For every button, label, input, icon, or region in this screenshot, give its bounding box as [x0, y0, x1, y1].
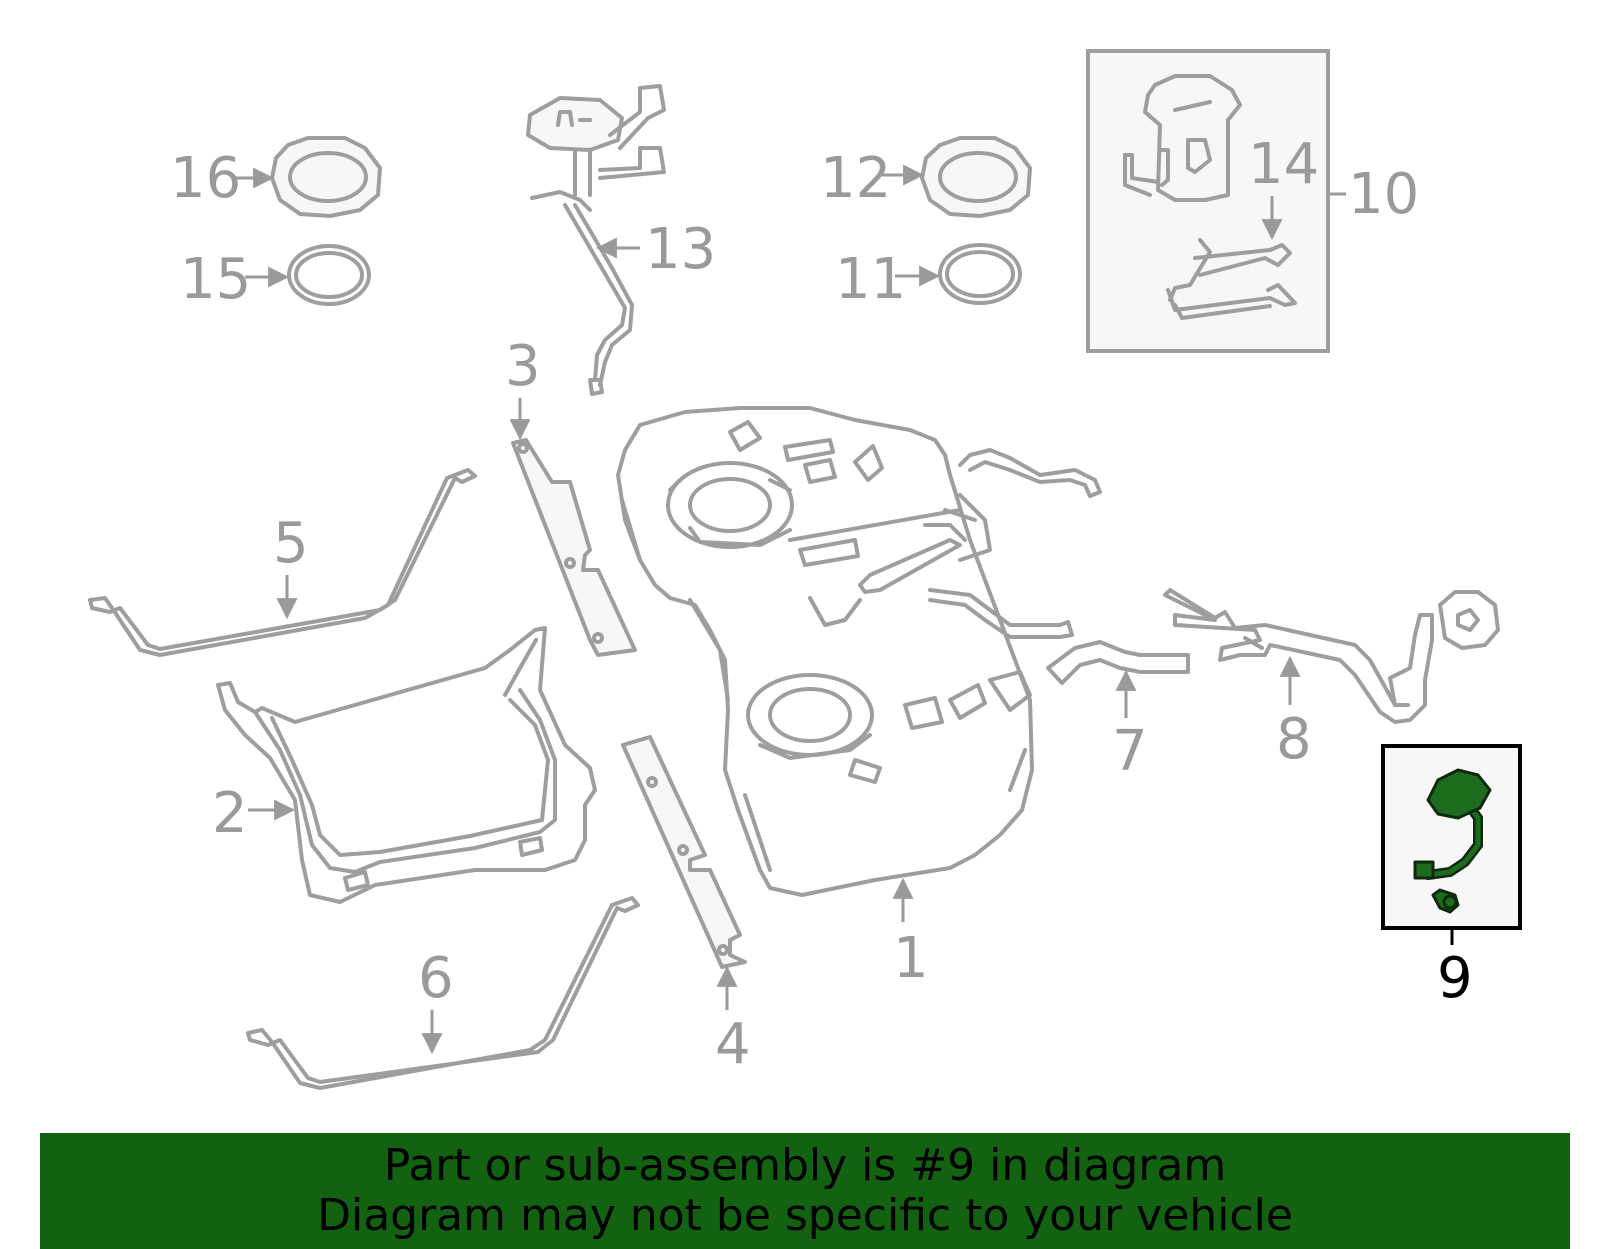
part-16-lock-ring[interactable] [270, 136, 382, 218]
part-1-fuel-tank[interactable] [616, 406, 1102, 897]
callout-8: 8 [1276, 707, 1312, 772]
callout-7: 7 [1112, 719, 1148, 784]
part-14-wire-harness[interactable] [1166, 238, 1297, 320]
callout-11: 11 [835, 247, 906, 312]
part-4-protector[interactable] [621, 735, 747, 969]
part-8-filler-pipe[interactable] [1163, 588, 1500, 724]
callout-16: 16 [170, 146, 241, 211]
part-9-fuel-cap-tether[interactable] [1381, 744, 1522, 930]
part-13-fuel-gauge-sender[interactable] [526, 84, 666, 396]
part-notice-banner: Part or sub-assembly is #9 in diagram Di… [40, 1133, 1570, 1249]
callout-2: 2 [212, 781, 248, 846]
callout-12: 12 [820, 146, 891, 211]
part-10-fuel-pump-module[interactable] [1086, 49, 1330, 353]
part-3-protector[interactable] [511, 438, 637, 657]
part-6-strap[interactable] [246, 896, 640, 1090]
callout-6: 6 [418, 946, 454, 1011]
callout-14: 14 [1248, 132, 1319, 197]
banner-line-2: Diagram may not be specific to your vehi… [317, 1190, 1293, 1241]
callout-3: 3 [505, 334, 541, 399]
callout-9: 9 [1437, 946, 1473, 1011]
callout-15: 15 [180, 247, 251, 312]
part-15-gasket[interactable] [287, 244, 371, 306]
callout-13: 13 [645, 217, 716, 282]
banner-line-1: Part or sub-assembly is #9 in diagram [383, 1140, 1227, 1191]
callout-1: 1 [893, 926, 929, 991]
part-11-gasket[interactable] [938, 243, 1022, 305]
callout-5: 5 [273, 511, 309, 576]
part-12-lock-ring[interactable] [920, 136, 1032, 218]
part-5-strap[interactable] [88, 468, 477, 657]
callout-4: 4 [715, 1012, 751, 1077]
part-2-heat-shield[interactable] [216, 626, 597, 904]
callout-10: 10 [1348, 162, 1419, 227]
part-7-hose[interactable] [1046, 640, 1190, 685]
